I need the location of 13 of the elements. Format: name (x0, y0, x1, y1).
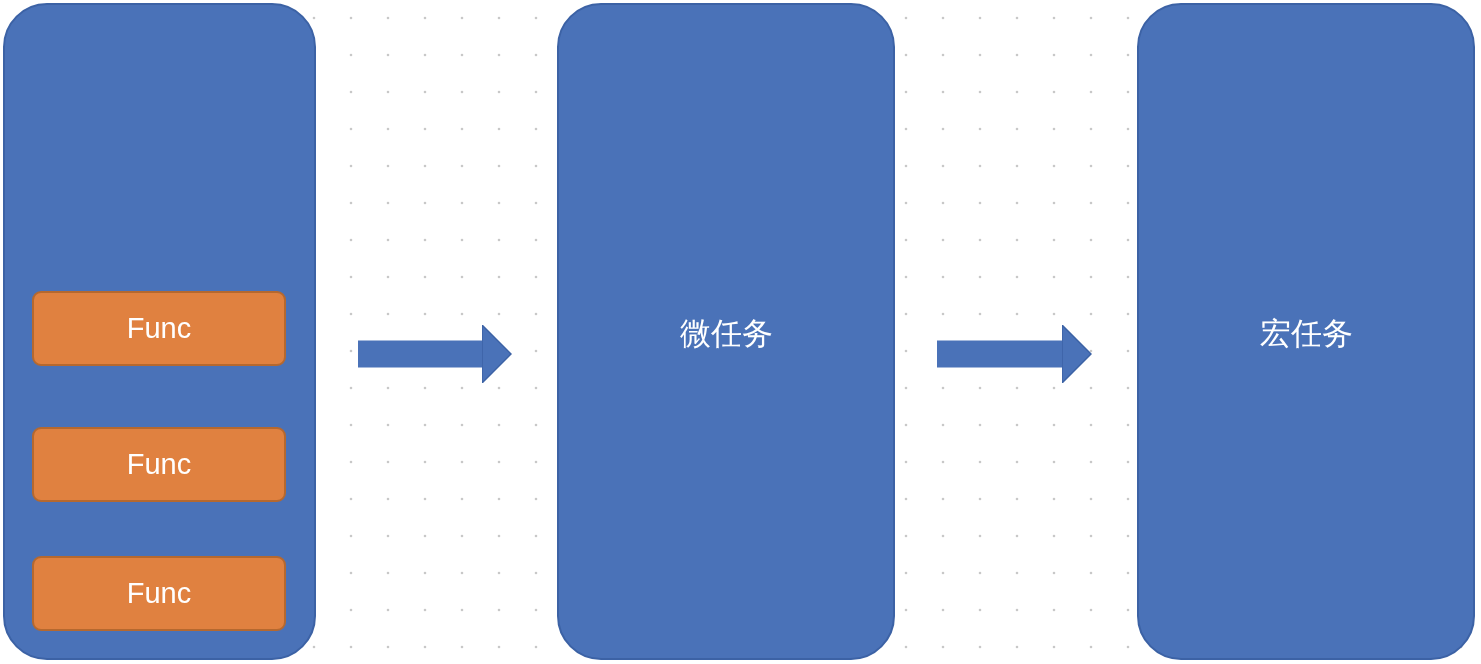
box-label: Func (126, 312, 192, 345)
arrow (937, 324, 1092, 384)
function-box (32, 556, 286, 631)
box-label: Func (126, 577, 192, 610)
queue-column (557, 3, 895, 660)
box-label: 微任务 (679, 315, 773, 353)
function-box (32, 427, 286, 502)
arrow (358, 324, 512, 384)
function-box (32, 291, 286, 366)
queue-column (1137, 3, 1475, 660)
stack-column (3, 3, 316, 660)
box-label: Func (126, 448, 192, 481)
box-label: 宏任务 (1259, 315, 1353, 353)
